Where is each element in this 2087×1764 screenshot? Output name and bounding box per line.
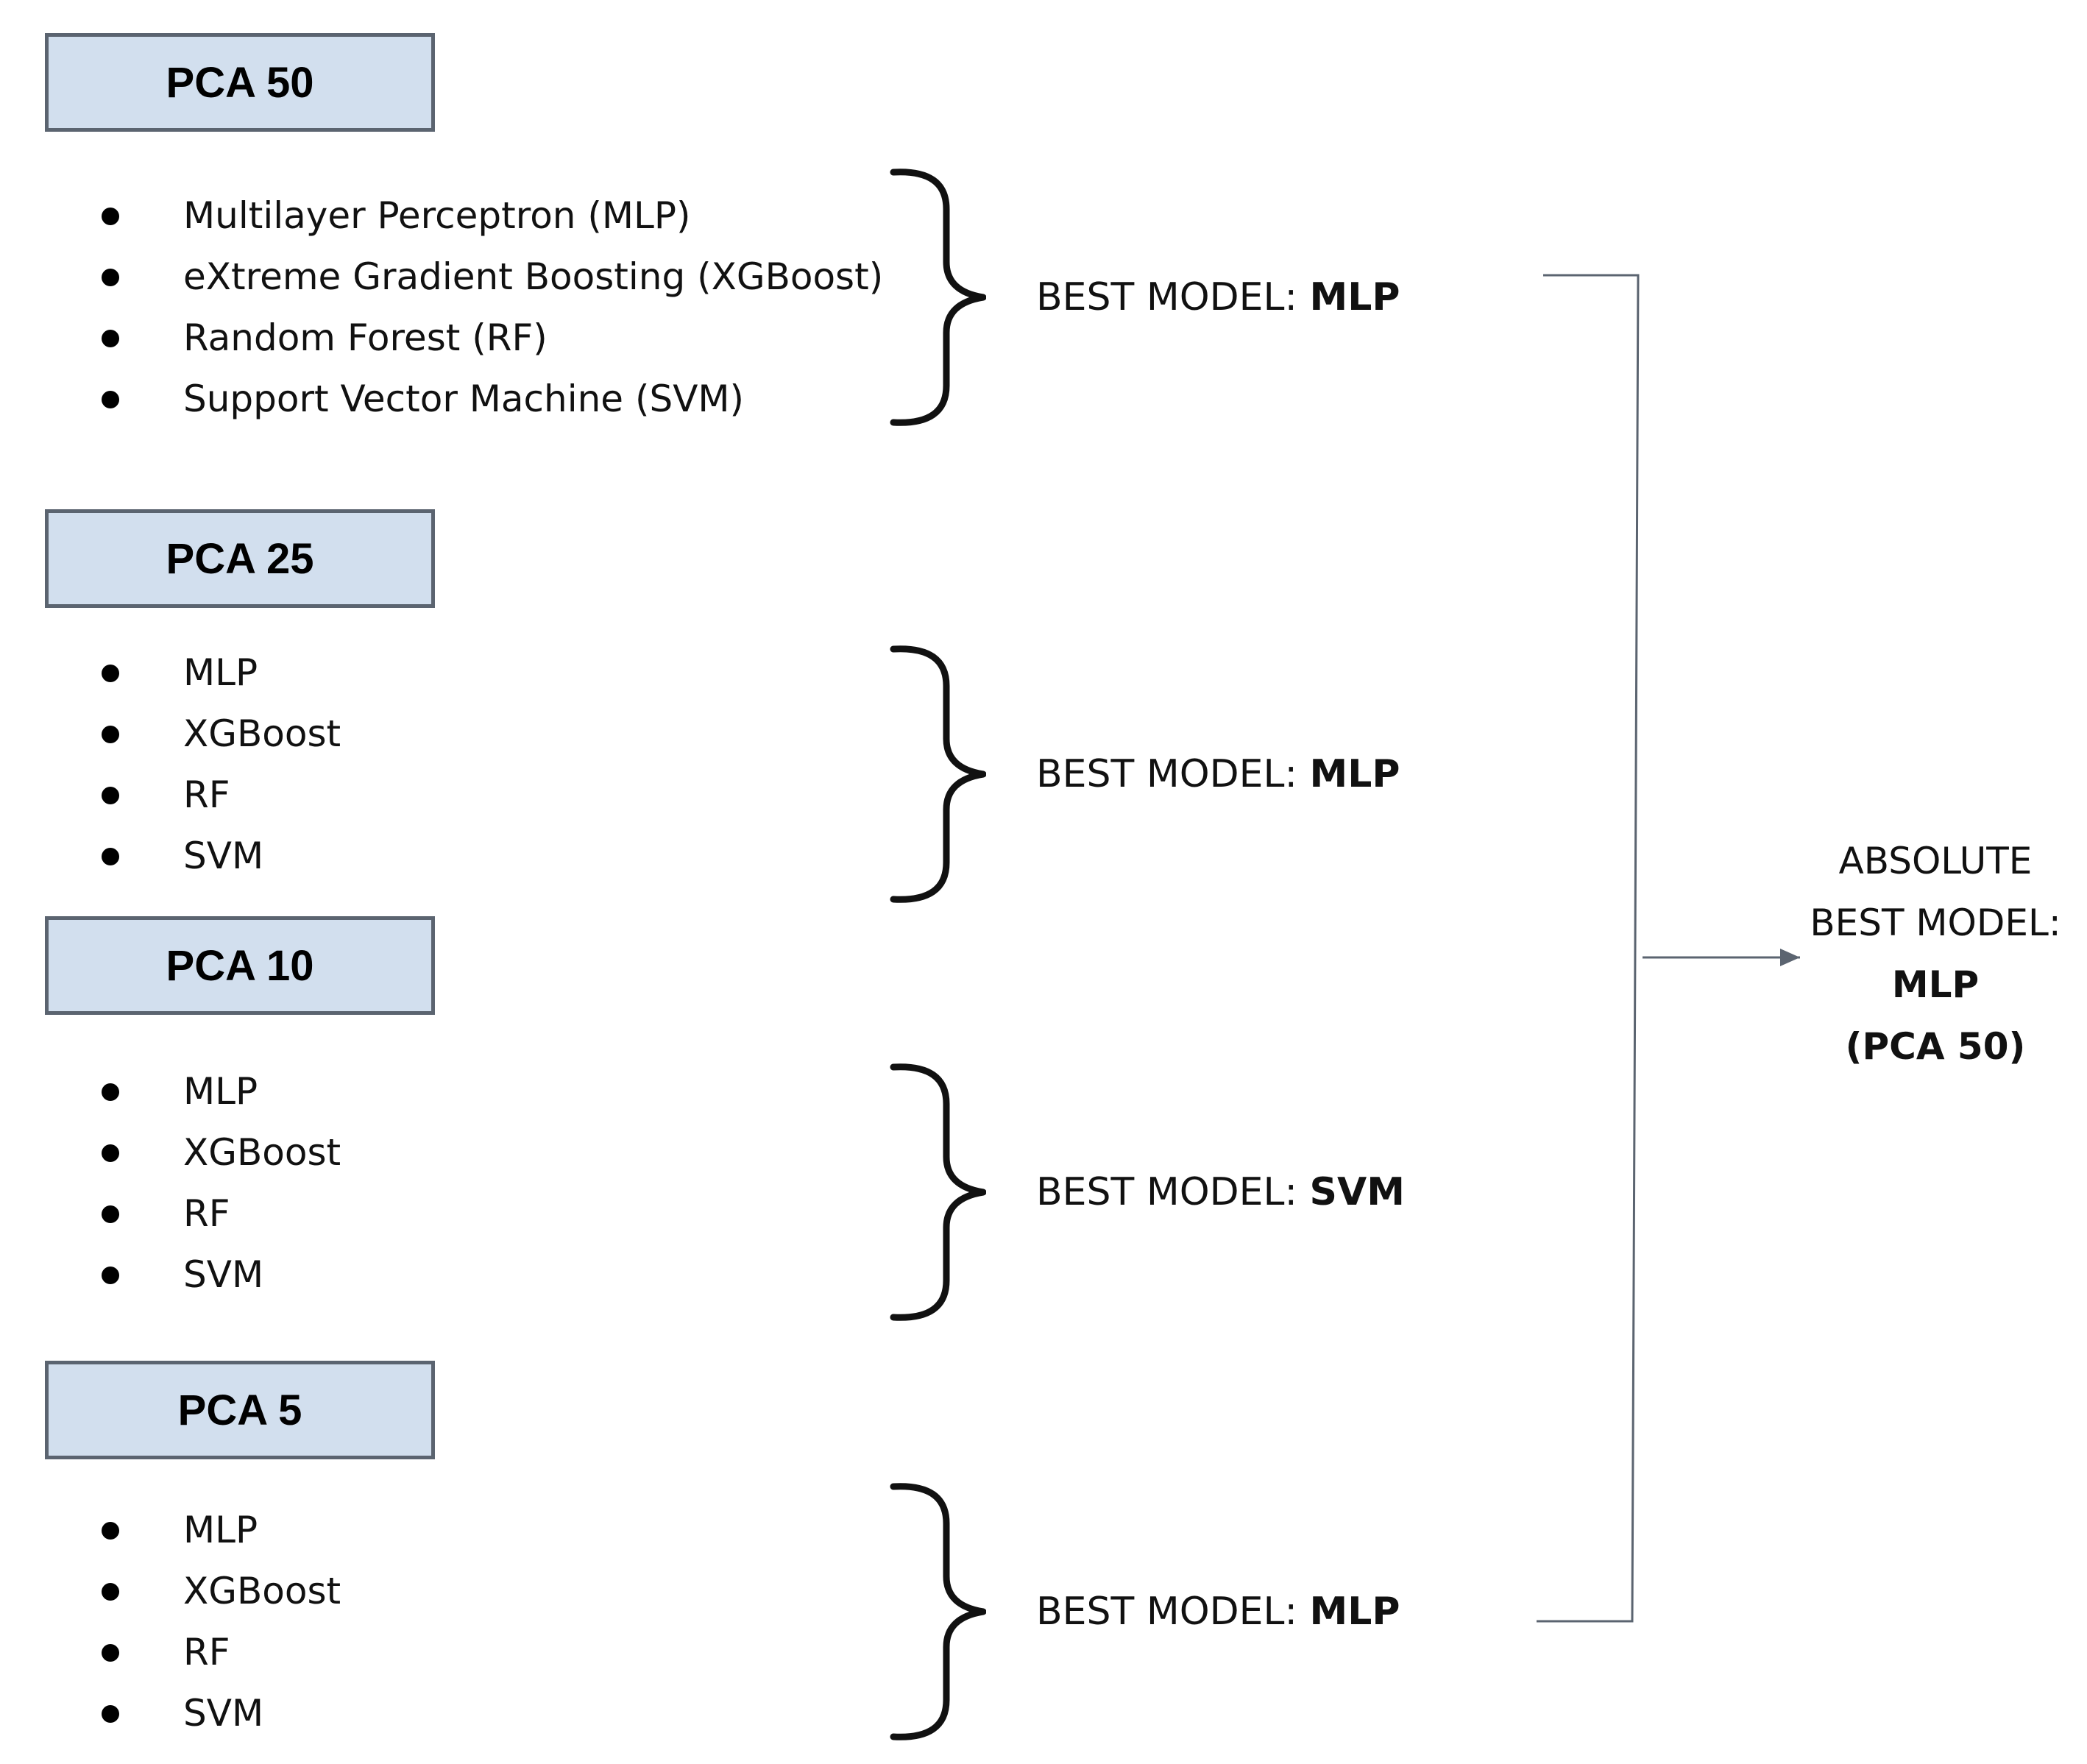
best-model-prefix: BEST MODEL: [1036,1590,1310,1634]
best-model-value: SVM [1309,1170,1405,1214]
bullet-icon [102,1521,119,1540]
bullet-icon [102,1704,119,1723]
pca-25-best-model: BEST MODEL: MLP [1036,745,1400,804]
curly-brace-icon [890,1483,986,1740]
bullet-icon [102,1582,119,1601]
bullet-icon [102,664,119,682]
bullet-icon [102,847,119,865]
model-label: XGBoost [183,1570,341,1612]
best-model-value: MLP [1309,752,1400,796]
pca-50-best-model: BEST MODEL: MLP [1036,268,1400,327]
bullet-icon [102,1205,119,1223]
model-label: XGBoost [183,712,341,755]
best-model-prefix: BEST MODEL: [1036,752,1310,796]
best-model-value: MLP [1309,275,1400,319]
model-label: RF [183,1631,230,1673]
best-model-prefix: BEST MODEL: [1036,275,1310,319]
model-label: RF [183,773,230,816]
bullet-icon [102,1266,119,1284]
model-label: SVM [183,835,264,877]
curly-brace-icon [890,169,986,426]
best-model-value: MLP [1309,1590,1400,1634]
absolute-best-model: ABSOLUTE BEST MODEL: MLP (PCA 50) [1788,830,2083,1077]
bracket-line [1537,274,1640,1623]
bullet-icon [102,268,119,286]
bullet-icon [102,725,119,743]
curly-brace-icon [890,1063,986,1321]
result-line-1: ABSOLUTE [1838,840,2033,882]
result-line-3: MLP [1891,963,1980,1006]
bullet-icon [102,1144,119,1162]
model-label: SVM [183,1692,264,1735]
pca-5-box: PCA 5 [45,1361,435,1459]
model-label: MLP [183,1070,258,1113]
model-label: Random Forest (RF) [183,316,548,359]
pca-10-title: PCA 10 [166,941,314,990]
bullet-icon [102,786,119,804]
result-line-4: (PCA 50) [1845,1025,2026,1068]
model-label: SVM [183,1253,264,1296]
result-line-2: BEST MODEL: [1810,902,2061,944]
model-label: MLP [183,1509,258,1551]
best-model-prefix: BEST MODEL: [1036,1170,1310,1214]
model-label: XGBoost [183,1131,341,1174]
bullet-icon [102,207,119,225]
model-label: Support Vector Machine (SVM) [183,378,745,420]
bullet-icon [102,390,119,408]
pca-5-best-model: BEST MODEL: MLP [1036,1582,1400,1641]
model-label: eXtreme Gradient Boosting (XGBoost) [183,255,884,298]
pca-50-box: PCA 50 [45,33,435,132]
model-label: RF [183,1192,230,1235]
pca-25-title: PCA 25 [166,534,314,583]
pca-10-box: PCA 10 [45,916,435,1015]
pca-10-best-model: BEST MODEL: SVM [1036,1163,1405,1222]
bullet-icon [102,1083,119,1101]
bullet-icon [102,1643,119,1662]
pca-25-box: PCA 25 [45,509,435,608]
model-label: Multilayer Perceptron (MLP) [183,194,691,237]
model-label: MLP [183,651,258,694]
pca-50-title: PCA 50 [166,58,314,107]
curly-brace-icon [890,645,986,903]
pca-5-title: PCA 5 [177,1386,302,1434]
bullet-icon [102,329,119,347]
